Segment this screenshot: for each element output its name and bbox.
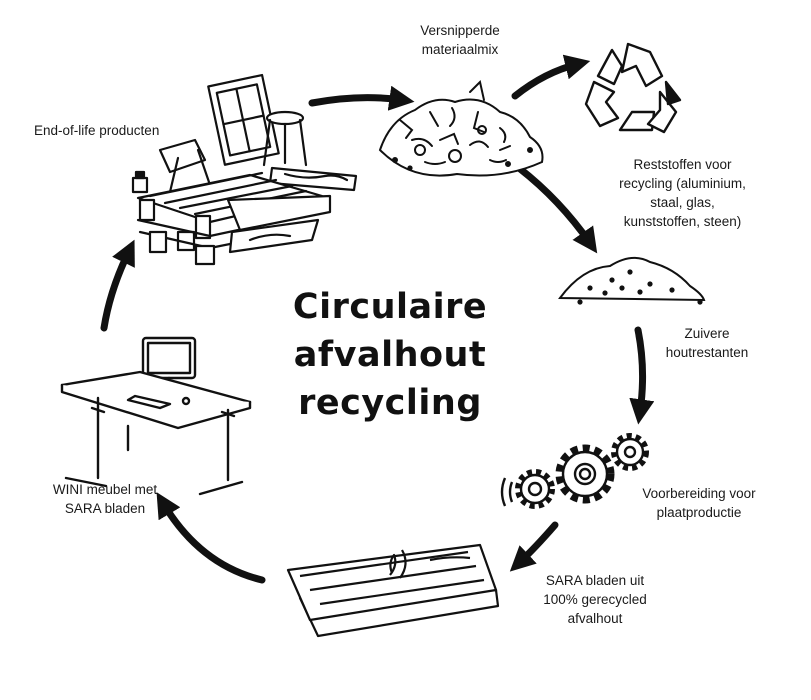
label-wini-furniture: WINI meubel met SARA bladen <box>52 482 158 516</box>
wood-pile-icon <box>131 73 358 266</box>
arrow-mix-to-residuals <box>515 164 598 254</box>
title-line-2: afvalhout recycling <box>293 335 487 423</box>
label-preparation: Voorbereiding voor plaatproductie <box>642 486 756 520</box>
gears-icon <box>500 433 649 509</box>
flow-arrows <box>100 54 655 584</box>
panels-icon <box>286 543 500 638</box>
label-residuals: Reststoffen voor recycling (aluminium, s… <box>619 157 746 229</box>
title-line-1: Circulaire <box>292 287 488 327</box>
label-end-of-life: End-of-life producten <box>34 123 160 138</box>
arrow-mix-to-recycle <box>511 54 591 100</box>
sawdust-pile-icon <box>558 256 706 305</box>
arrow-desk-to-pile <box>100 239 135 332</box>
recycle-icon <box>584 42 682 134</box>
arrow-gears-to-panels <box>509 521 559 572</box>
arrow-pile-to-mix <box>308 85 415 111</box>
diagram-title: Circulaire afvalhout recycling <box>205 283 575 427</box>
label-pure-wood: Zuivere houtrestanten <box>665 326 749 360</box>
arrow-dust-to-gears <box>629 326 655 425</box>
label-shredded-mix: Versnipperde materiaalmix <box>420 23 500 57</box>
label-sara-panels: SARA bladen uit 100% gerecycled afvalhou… <box>543 573 647 626</box>
desk-icon <box>60 336 252 496</box>
arrow-panels-to-desk <box>156 492 266 584</box>
shredded-mix-icon <box>378 80 544 177</box>
